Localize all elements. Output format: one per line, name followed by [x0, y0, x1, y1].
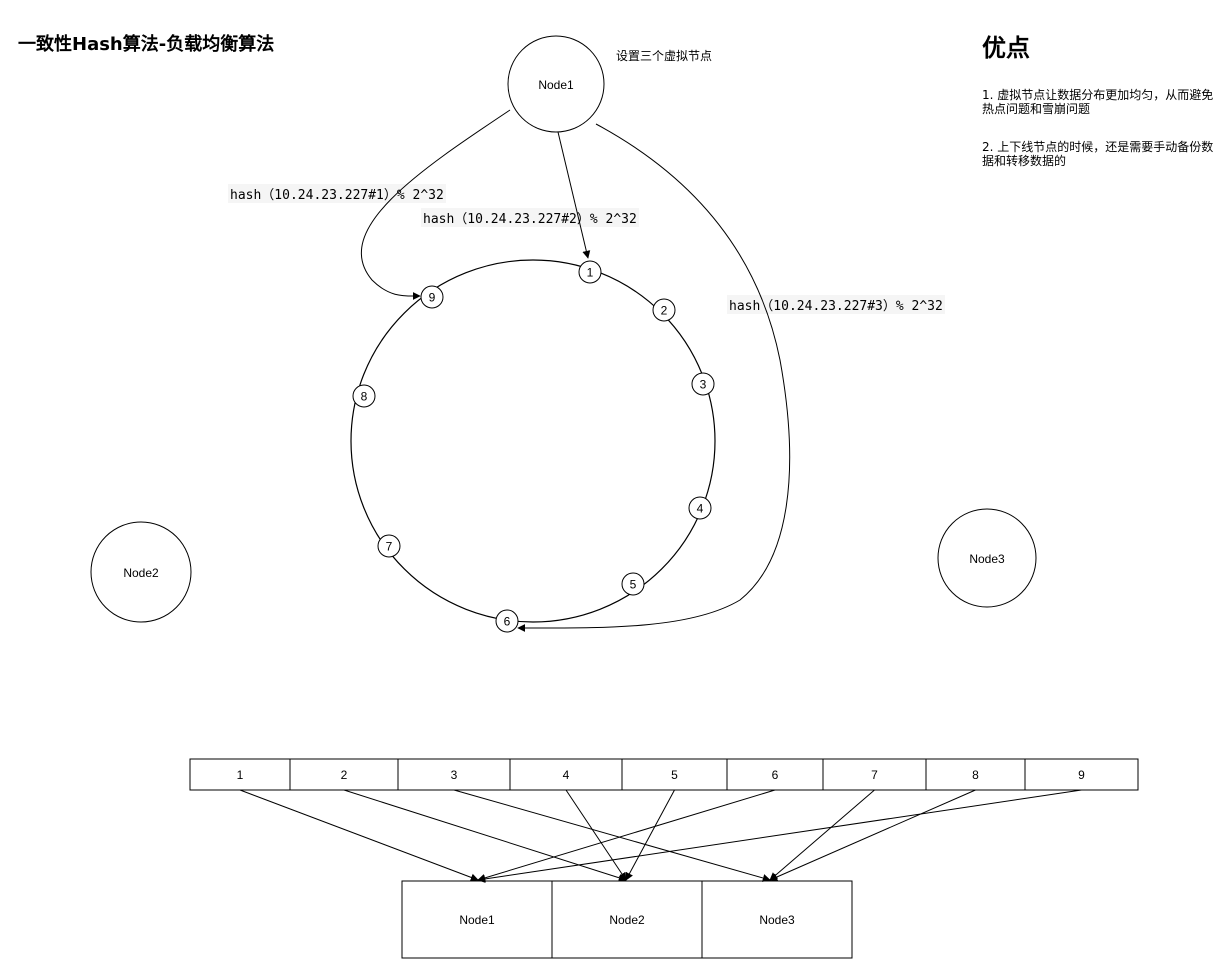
slot-cell-label: 4 — [563, 768, 570, 782]
slot-cell-6: 6 — [726, 758, 824, 791]
ring-position-1: 1 — [578, 260, 602, 284]
slot-cell-label: 7 — [871, 768, 878, 782]
mapping-arrow-7 — [769, 789, 875, 881]
ring-position-label: 1 — [587, 266, 594, 280]
diagram-title: 一致性Hash算法-负载均衡算法 — [18, 34, 275, 55]
virtual-node-arrow-1 — [360, 109, 511, 301]
target-cell-label: Node2 — [609, 913, 645, 927]
virtual-node-arrow-3 — [517, 123, 791, 633]
node1-circle: Node1 — [507, 35, 605, 133]
hash-ring — [350, 259, 716, 623]
node3-circle: Node3 — [937, 508, 1037, 608]
slot-cell-2: 2 — [289, 758, 399, 791]
mapping-arrow-3 — [453, 789, 771, 882]
advantage-item-2: 2. 上下线节点的时候，还是需要手动备份数据和转移数据的 — [982, 140, 1214, 168]
ring-position-2: 2 — [652, 298, 676, 322]
target-cell-node3: Node3 — [701, 880, 853, 959]
node1-label: Node1 — [538, 78, 574, 92]
ring-position-label: 7 — [386, 540, 393, 554]
virtual-node-arrow-2 — [557, 131, 591, 259]
slot-cell-label: 3 — [451, 768, 458, 782]
slot-cell-4: 4 — [509, 758, 623, 791]
node2-label: Node2 — [123, 566, 159, 580]
node2-circle: Node2 — [90, 521, 192, 623]
target-node-table: Node1 Node2 Node3 — [401, 880, 853, 959]
mapping-arrow-1 — [239, 789, 479, 882]
ring-position-4: 4 — [688, 496, 712, 520]
node3-label: Node3 — [969, 552, 1005, 566]
ring-position-7: 7 — [377, 534, 401, 558]
ring-position-label: 9 — [429, 291, 436, 305]
slot-cell-label: 2 — [341, 768, 348, 782]
hash-label-2: hash（10.24.23.227#2）% 2^32 — [421, 208, 639, 227]
target-cell-node1: Node1 — [401, 880, 553, 959]
ring-position-6: 6 — [495, 609, 519, 633]
mapping-arrow-2 — [343, 789, 627, 882]
slot-cell-7: 7 — [822, 758, 927, 791]
slot-cell-label: 8 — [972, 768, 979, 782]
ring-position-5: 5 — [621, 572, 645, 596]
target-cell-label: Node3 — [759, 913, 795, 927]
hash-label-3: hash（10.24.23.227#3）% 2^32 — [727, 295, 945, 314]
ring-position-label: 8 — [361, 390, 368, 404]
mapping-arrow-5 — [625, 789, 675, 881]
ring-position-label: 4 — [697, 502, 704, 516]
mapping-arrow-4 — [565, 789, 627, 881]
slot-cell-1: 1 — [189, 758, 291, 791]
slot-cell-label: 5 — [671, 768, 678, 782]
ring-position-label: 5 — [630, 578, 637, 592]
slot-cell-label: 6 — [772, 768, 779, 782]
target-cell-node2: Node2 — [551, 880, 703, 959]
slot-cell-9: 9 — [1024, 758, 1139, 791]
ring-position-9: 9 — [420, 285, 444, 309]
ring-position-3: 3 — [691, 372, 715, 396]
mapping-arrow-9 — [477, 789, 1082, 883]
ring-position-8: 8 — [352, 384, 376, 408]
advantage-item-1: 1. 虚拟节点让数据分布更加均匀，从而避免热点问题和雪崩问题 — [982, 88, 1214, 116]
virtual-node-note: 设置三个虚拟节点 — [616, 49, 713, 63]
ring-position-label: 3 — [700, 378, 707, 392]
slot-mapping-arrows — [239, 789, 1082, 883]
ring-position-label: 2 — [661, 304, 668, 318]
slot-cell-3: 3 — [397, 758, 511, 791]
ring-position-label: 6 — [504, 615, 511, 629]
slot-cell-8: 8 — [925, 758, 1026, 791]
advantages-heading: 优点 — [982, 34, 1030, 62]
slot-table: 1 2 3 4 5 6 7 8 9 — [189, 758, 1139, 791]
slot-cell-5: 5 — [621, 758, 728, 791]
slot-cell-label: 9 — [1078, 768, 1085, 782]
mapping-arrow-8 — [769, 789, 976, 881]
mapping-arrow-6 — [477, 789, 776, 882]
target-cell-label: Node1 — [459, 913, 495, 927]
slot-cell-label: 1 — [237, 768, 244, 782]
